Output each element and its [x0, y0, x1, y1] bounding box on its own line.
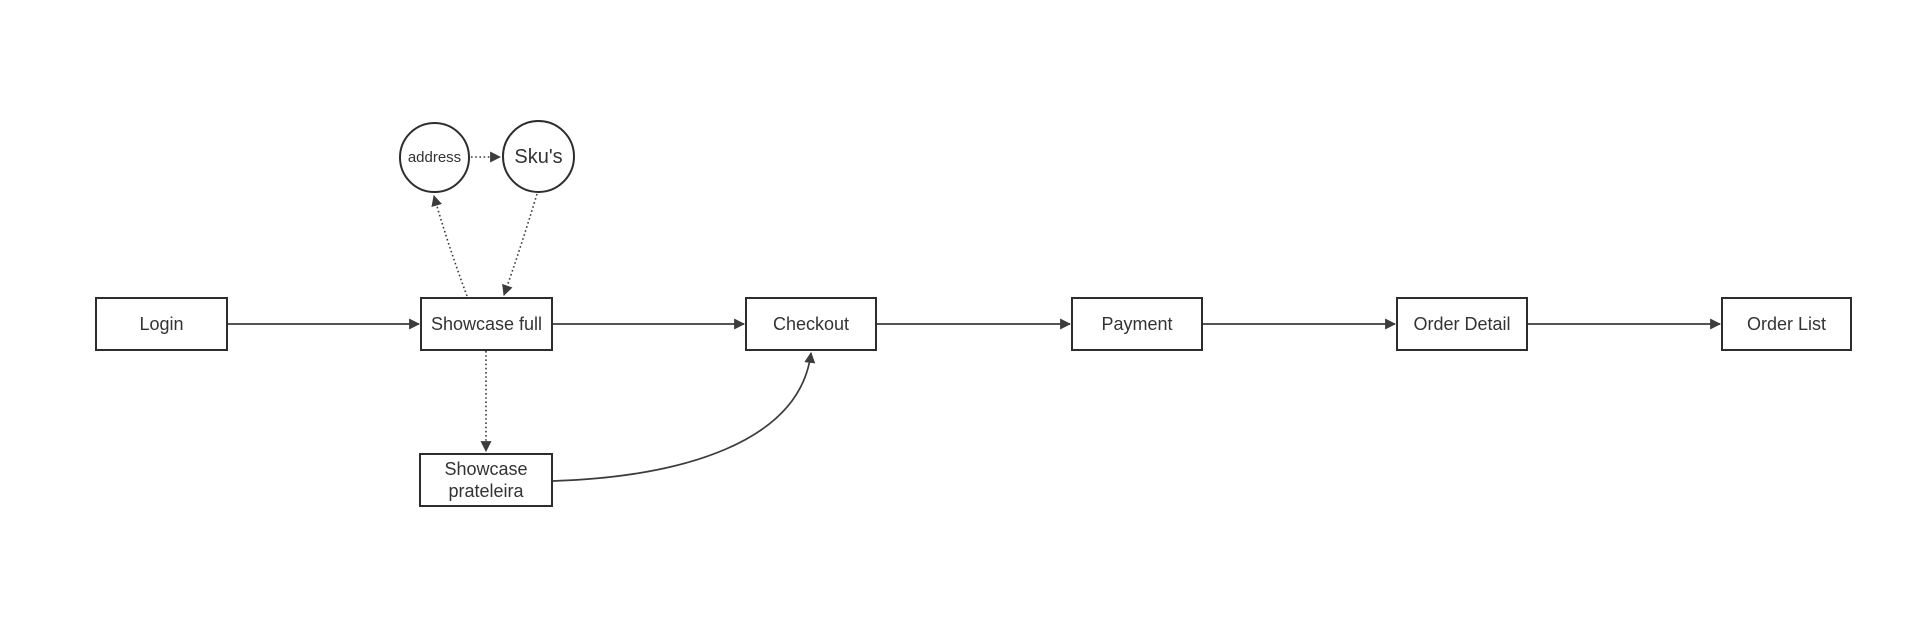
- edge-skus-to-showcase-full[interactable]: [502, 193, 538, 297]
- node-address[interactable]: address: [399, 122, 470, 193]
- edge-showcase-full-to-address[interactable]: [431, 194, 468, 297]
- node-order-detail-label: Order Detail: [1413, 314, 1511, 334]
- node-checkout[interactable]: Checkout: [745, 297, 877, 351]
- node-order-detail[interactable]: Order Detail: [1396, 297, 1528, 351]
- node-login[interactable]: Login: [95, 297, 228, 351]
- node-address-label: address: [407, 148, 462, 166]
- edge-showcase-prateleira-to-checkout[interactable]: [552, 351, 816, 482]
- node-order-list[interactable]: Order List: [1721, 297, 1852, 351]
- node-payment[interactable]: Payment: [1071, 297, 1203, 351]
- node-skus-label: Sku's: [514, 145, 563, 168]
- node-skus[interactable]: Sku's: [502, 120, 575, 193]
- node-login-label: Login: [139, 314, 184, 334]
- node-showcase-prateleira[interactable]: Showcase prateleira: [419, 453, 553, 507]
- node-checkout-label: Checkout: [772, 314, 850, 334]
- node-payment-label: Payment: [1101, 314, 1173, 334]
- node-showcase-prateleira-label: Showcase prateleira: [444, 459, 528, 501]
- node-showcase-full[interactable]: Showcase full: [420, 297, 553, 351]
- node-order-list-label: Order List: [1746, 314, 1827, 334]
- node-showcase-full-label: Showcase full: [430, 314, 543, 334]
